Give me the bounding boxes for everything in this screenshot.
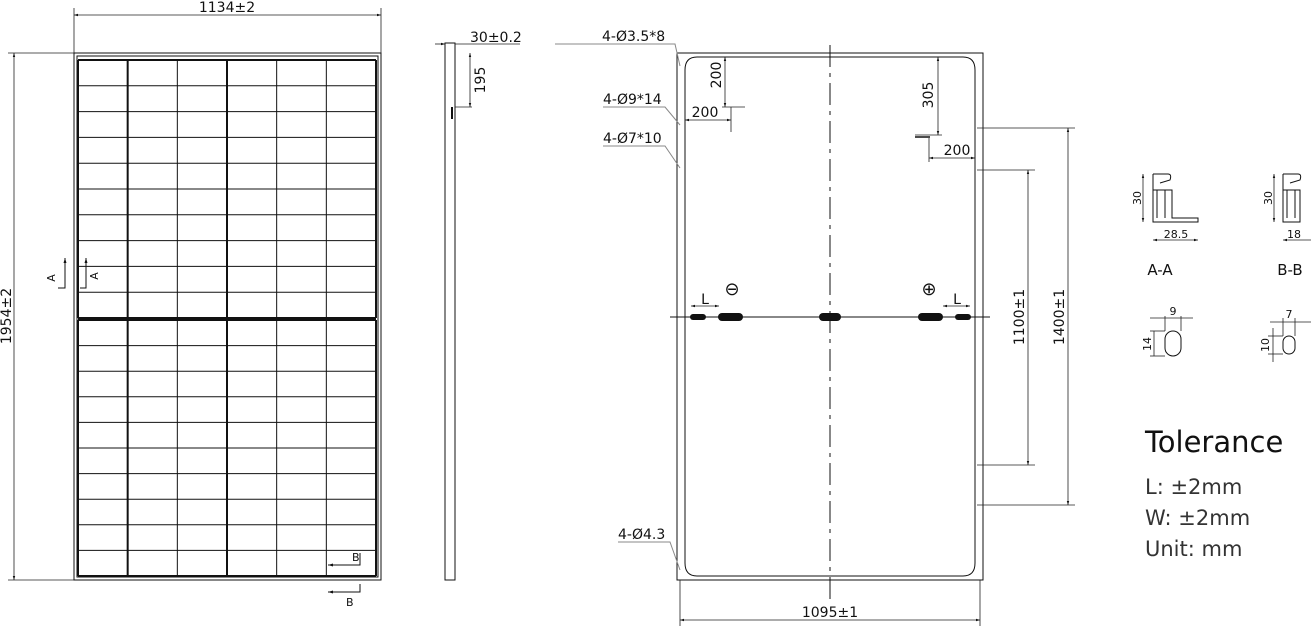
cell-grid [77,59,377,577]
section-aa: 30 28.5 A-A [1131,173,1199,279]
hole-label: 4-Ø7*10 [603,131,662,147]
offset-dimension: 195 [473,67,489,94]
hole-label: 4-Ø9*14 [603,92,662,108]
dim-1095: 1095±1 [802,605,858,621]
section-bb-label: B-B [1277,261,1302,279]
hole-detail-1: 9 14 [1141,305,1193,357]
section-a-marker [58,258,67,289]
hole-label: 4-Ø4.3 [618,527,665,543]
hole1-width: 9 [1170,305,1177,318]
width-dimension: 1134±2 [199,0,255,16]
bb-height: 30 [1262,191,1275,205]
section-a-label: A [88,272,101,280]
aa-width: 28.5 [1164,228,1189,241]
section-b-marker [328,553,361,567]
back-view: ⊖ ⊕ L L 4-Ø3.5*8 4-Ø9*14 4-Ø7*10 4-Ø4.3 … [555,29,1075,626]
tolerance-title: Tolerance [1144,425,1283,459]
dim-200-vertical: 200 [709,62,725,89]
tolerance-width: W: ±2mm [1145,506,1250,530]
junction-box-negative [718,313,743,321]
cable-length-label: L [701,292,709,308]
connector [690,314,706,320]
panel-frame [73,52,382,581]
tolerance-unit: Unit: mm [1145,537,1242,561]
hole-detail-2: 7 10 [1259,308,1311,362]
section-a-label: A [45,274,58,282]
positive-polarity-icon: ⊕ [921,279,936,300]
dim-1400: 1400±1 [1052,289,1068,345]
junction-box-positive [918,313,943,321]
negative-polarity-icon: ⊖ [724,279,739,300]
dim-200-horizontal: 200 [692,105,719,121]
dim-1100: 1100±1 [1012,289,1028,345]
section-b-label: B [346,596,354,609]
cable-length-label: L [953,292,961,308]
hole2-width: 7 [1286,308,1293,321]
thickness-dimension: 30±0.2 [470,30,522,46]
hole2-height: 10 [1259,338,1272,352]
hole-label: 4-Ø3.5*8 [602,29,665,45]
dim-200-horizontal-right: 200 [944,143,971,159]
section-bb: 30 18 B-B [1262,173,1311,279]
aa-height: 30 [1131,191,1144,205]
height-dimension: 1954±2 [0,288,15,344]
bb-width: 18 [1287,228,1301,241]
dim-305: 305 [921,82,937,109]
connector [955,314,971,320]
side-view: 30±0.2 195 [435,30,522,581]
hole1-height: 14 [1141,337,1154,351]
junction-box-center [819,313,841,321]
tolerance-length: L: ±2mm [1145,475,1242,499]
section-b-label: B [352,551,360,564]
section-aa-label: A-A [1147,261,1173,279]
tolerance-block: Tolerance L: ±2mm W: ±2mm Unit: mm [1144,425,1283,561]
front-view: 1134±2 1954±2 A A B B [0,0,382,609]
